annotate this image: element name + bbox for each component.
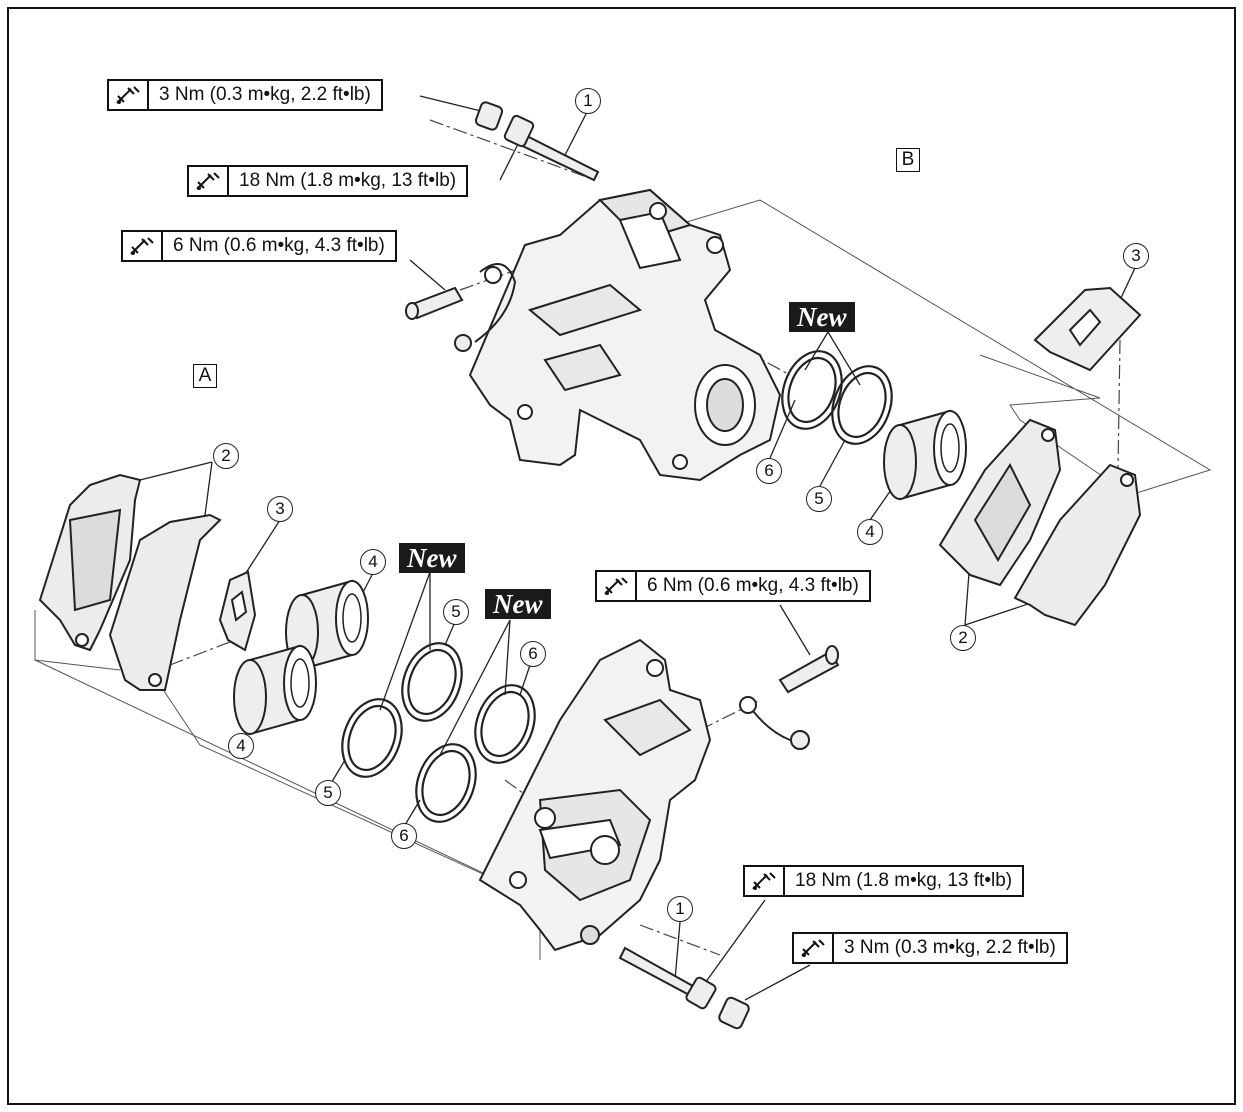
- callout-pin-b: 1: [575, 88, 601, 114]
- front-caliper-body: [478, 638, 712, 952]
- new-part-tag-a-dust: New: [399, 543, 465, 573]
- torque-spec-pin-plug-b: 3 Nm (0.3 m•kg, 2.2 ft•lb): [107, 79, 383, 111]
- piston-seal-a-lower: [404, 734, 488, 832]
- front-pin: [618, 946, 750, 1030]
- brake-pad-a-outer: [38, 473, 142, 652]
- callout-dust-seal-b: 5: [806, 486, 832, 512]
- rear-pin: [474, 101, 600, 182]
- brake-pad-b-rear: [1013, 463, 1142, 627]
- callout-pin-a: 1: [667, 896, 693, 922]
- callout-pad-a: 2: [213, 443, 239, 469]
- callout-piston-a-upper: 4: [360, 549, 386, 575]
- brake-pad-a-inner: [108, 513, 222, 691]
- rear-caliper-body: [468, 188, 782, 482]
- leader-lines: [139, 95, 1136, 1001]
- callout-spring-a: 3: [267, 496, 293, 522]
- rear-bleed-screw: [405, 263, 517, 352]
- pad-spring-b: [1033, 286, 1142, 372]
- torque-spec-text: 18 Nm (1.8 m•kg, 13 ft•lb): [795, 870, 1013, 891]
- brake-pad-b-front: [938, 418, 1062, 587]
- piston-b: [883, 410, 967, 500]
- view-label-b: B: [896, 148, 920, 172]
- dust-seal-a-upper: [390, 633, 474, 731]
- torque-wrench-icon: [123, 232, 163, 260]
- callout-spring-b: 3: [1123, 243, 1149, 269]
- torque-spec-text: 3 Nm (0.3 m•kg, 2.2 ft•lb): [159, 84, 371, 105]
- new-part-tag-b: New: [789, 302, 855, 332]
- new-part-tag-a-piston: New: [485, 589, 551, 619]
- callout-pad-b: 2: [950, 625, 976, 651]
- torque-spec-text: 18 Nm (1.8 m•kg, 13 ft•lb): [239, 170, 457, 191]
- callout-piston-b: 4: [857, 519, 883, 545]
- callout-dust-seal-a-lower: 5: [315, 780, 341, 806]
- dust-seal-a-lower: [330, 689, 414, 787]
- torque-spec-pin-b: 18 Nm (1.8 m•kg, 13 ft•lb): [187, 165, 469, 197]
- torque-wrench-icon: [745, 867, 785, 895]
- torque-spec-text: 6 Nm (0.6 m•kg, 4.3 ft•lb): [173, 235, 385, 256]
- callout-piston-seal-b: 6: [756, 458, 782, 484]
- torque-spec-pin-a: 18 Nm (1.8 m•kg, 13 ft•lb): [743, 865, 1025, 897]
- torque-spec-pin-plug-a: 3 Nm (0.3 m•kg, 2.2 ft•lb): [792, 932, 1068, 964]
- torque-spec-bleed-a: 6 Nm (0.6 m•kg, 4.3 ft•lb): [595, 570, 871, 602]
- torque-spec-text: 6 Nm (0.6 m•kg, 4.3 ft•lb): [647, 575, 859, 596]
- torque-wrench-icon: [597, 572, 637, 600]
- piston-a-lower: [233, 645, 317, 735]
- torque-wrench-icon: [109, 81, 149, 109]
- torque-wrench-icon: [794, 934, 834, 962]
- callout-piston-a-lower: 4: [228, 733, 254, 759]
- pad-spring-a: [218, 570, 257, 652]
- callout-dust-seal-a-upper: 5: [443, 599, 469, 625]
- view-label-a: A: [193, 364, 217, 388]
- callout-piston-seal-a-lower: 6: [391, 823, 417, 849]
- torque-spec-text: 3 Nm (0.3 m•kg, 2.2 ft•lb): [844, 937, 1056, 958]
- torque-wrench-icon: [189, 167, 229, 195]
- front-bleed-screw: [739, 645, 840, 750]
- callout-piston-seal-a-upper: 6: [520, 641, 546, 667]
- torque-spec-bleed-b: 6 Nm (0.6 m•kg, 4.3 ft•lb): [121, 230, 397, 262]
